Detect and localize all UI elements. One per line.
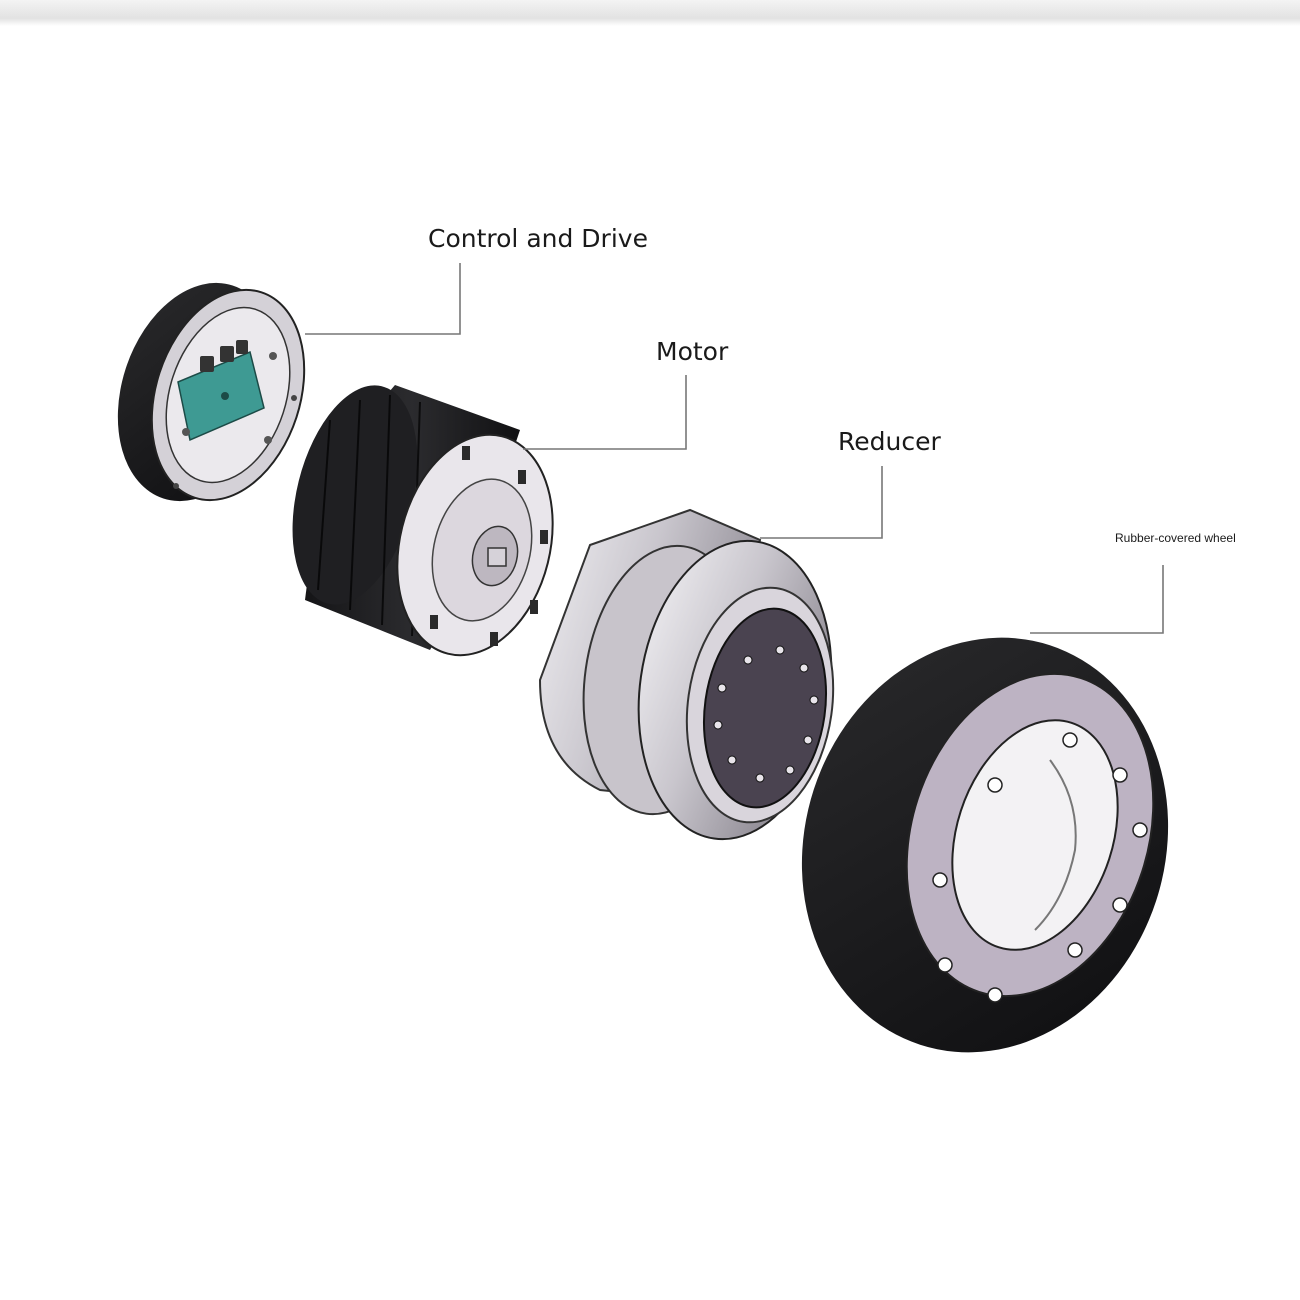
leader-reducer	[760, 466, 883, 539]
leader-wheel	[1030, 565, 1164, 634]
reducer-unit	[538, 508, 835, 841]
label-motor: Motor	[656, 337, 729, 366]
leader-motor	[523, 375, 687, 450]
label-rubber-covered-wheel: Rubber-covered wheel	[1115, 531, 1236, 545]
control-and-drive-unit	[117, 282, 306, 502]
top-border-strip	[0, 0, 1300, 26]
leader-control	[305, 263, 461, 335]
motor-unit	[292, 385, 554, 657]
rubber-covered-wheel	[801, 637, 1169, 1053]
label-reducer: Reducer	[838, 427, 941, 456]
label-control-and-drive: Control and Drive	[428, 224, 648, 253]
pcb-board	[177, 340, 265, 442]
leader-lines	[305, 263, 1164, 634]
